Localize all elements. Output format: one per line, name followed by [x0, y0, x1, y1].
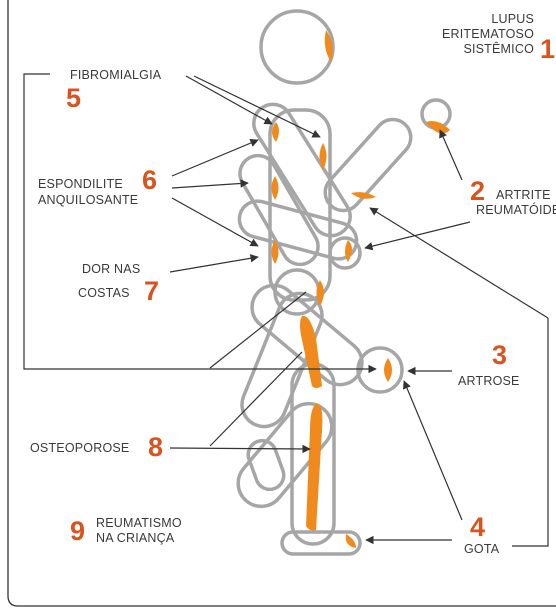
- knee-front: [356, 346, 404, 394]
- human-figure: [236, 9, 452, 556]
- label-espondilite-line1: ESPONDILITE: [38, 177, 123, 191]
- arrow-dor-nas-costas: [169, 254, 259, 273]
- label-artrose: ARTROSE: [458, 374, 520, 388]
- arrow-fibromialgia-b: [193, 75, 321, 138]
- label-dor-line1: DOR NAS: [82, 262, 141, 276]
- label-dor-line2: COSTAS: [78, 286, 130, 300]
- label-lupus-line1: LUPUS: [491, 12, 534, 26]
- label-lupus: LUPUS ERITEMATOSO SISTÊMICO: [442, 12, 534, 57]
- ankle-highlight: [345, 534, 356, 548]
- arrow-espondilite-b: [171, 179, 249, 189]
- elbow-highlight: [351, 192, 376, 199]
- knee-highlight: [384, 358, 392, 382]
- number-reumatismo: 9: [70, 516, 86, 546]
- arrow-artrite-b: [364, 221, 471, 251]
- forearm-right: [323, 117, 413, 213]
- forearm-left: [237, 199, 359, 261]
- hip-highlight: [316, 280, 324, 306]
- label-reumatismo-line2: NA CRIANÇA: [96, 531, 175, 545]
- label-reumatismo: REUMATISMO NA CRIANÇA: [96, 516, 182, 546]
- spine-highlight-1: [271, 176, 279, 200]
- number-fibromialgia: 5: [66, 83, 82, 113]
- number-gota: 4: [470, 512, 486, 542]
- connector-lines: [23, 73, 549, 547]
- label-artrite-line2: REUMATÓIDE: [476, 203, 556, 217]
- label-gota: GOTA: [464, 542, 500, 556]
- arrow-espondilite-c: [171, 197, 259, 247]
- label-artrite-line1: ARTRITE: [496, 188, 551, 202]
- arrow-osteoporose-a: [169, 444, 311, 454]
- femur-bone-highlight: [300, 315, 322, 388]
- upper-arm-left: [238, 153, 320, 267]
- shoulder-highlight-2: [319, 143, 327, 170]
- bracket-fibromialgia: [23, 73, 377, 374]
- arrow-fibromialgia-a: [185, 75, 273, 125]
- arrow-osteoporose-b: [209, 351, 303, 447]
- number-artrite: 2: [470, 176, 486, 206]
- number-osteoporose: 8: [148, 432, 164, 462]
- number-lupus: 1: [540, 34, 556, 64]
- panel-border: [7, 0, 556, 607]
- arrow-artrite-d: [369, 207, 549, 319]
- arrow-espondilite-a: [171, 139, 259, 177]
- number-artrose: 3: [492, 340, 508, 370]
- arrow-artrite-a: [439, 129, 463, 181]
- arrow-gota-a: [403, 380, 463, 521]
- joint-highlights: [271, 30, 450, 548]
- bracket-gota: [512, 318, 549, 547]
- label-lupus-line2: ERITEMATOSO: [441, 27, 534, 41]
- label-lupus-line3: SISTÊMICO: [463, 42, 534, 56]
- upper-arm-right: [252, 102, 352, 238]
- label-espondilite-line2: ANQUILOSANTE: [38, 193, 139, 207]
- head: [259, 9, 335, 85]
- number-dor-nas-costas: 7: [144, 276, 160, 306]
- tibia-bone-highlight: [306, 403, 323, 531]
- label-osteoporose: OSTEOPOROSE: [30, 441, 130, 455]
- shoulder-highlight-1: [272, 122, 279, 142]
- foot-front: [280, 530, 362, 556]
- number-espondilite: 6: [142, 165, 158, 195]
- hand-highlight: [345, 240, 352, 262]
- spine-highlight-2: [271, 240, 279, 264]
- head-highlight: [324, 30, 333, 62]
- hand-left: [328, 236, 362, 270]
- thigh-back: [240, 291, 324, 429]
- label-fibromialgia: FIBROMIALGIA: [70, 68, 162, 82]
- foot-back: [246, 438, 286, 492]
- arrow-osteoporose-c: [209, 291, 307, 369]
- label-reumatismo-line1: REUMATISMO: [96, 516, 182, 530]
- label-artrite: ARTRITE: [496, 188, 551, 203]
